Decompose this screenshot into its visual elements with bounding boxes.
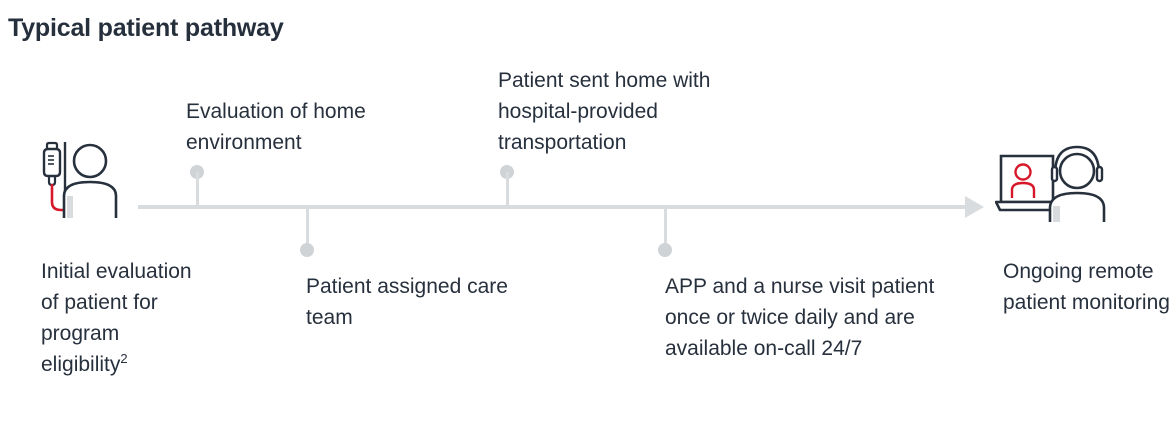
timeline-marker-care-team[interactable] [300,205,314,257]
page-title: Typical patient pathway [8,14,284,42]
step-label-initial-eval-text: Initial evaluation of patient for progra… [41,260,192,376]
marker-dot-icon [658,243,672,257]
marker-dot-icon [300,243,314,257]
timeline-marker-app-nurse[interactable] [658,205,672,257]
footnote-marker: 2 [120,351,128,366]
step-label-remote-monitoring: Ongoing remote patient monitoring [1003,260,1170,314]
timeline-axis [138,205,976,209]
marker-stem-icon [506,172,509,207]
marker-stem-icon [664,205,667,250]
step-label-transportation: Patient sent home with hospital-provided… [498,69,711,154]
step-label-initial-eval: Initial evaluation of patient for progra… [41,256,206,380]
patient-with-iv-icon [34,140,124,223]
remote-monitoring-icon-svg [994,145,1106,222]
marker-stem-icon [196,172,199,207]
remote-monitoring-icon [994,140,1111,227]
step-label-care-team: Patient assigned care team [306,275,508,329]
patient-with-iv-icon-svg [42,141,118,218]
marker-stem-icon [306,205,309,250]
timeline-marker-home-eval[interactable] [190,165,204,207]
timeline-marker-transportation[interactable] [500,165,514,207]
step-label-app-nurse: APP and a nurse visit patient once or tw… [665,275,935,360]
timeline-arrow-icon [965,196,984,218]
step-label-home-eval: Evaluation of home environment [186,100,366,154]
